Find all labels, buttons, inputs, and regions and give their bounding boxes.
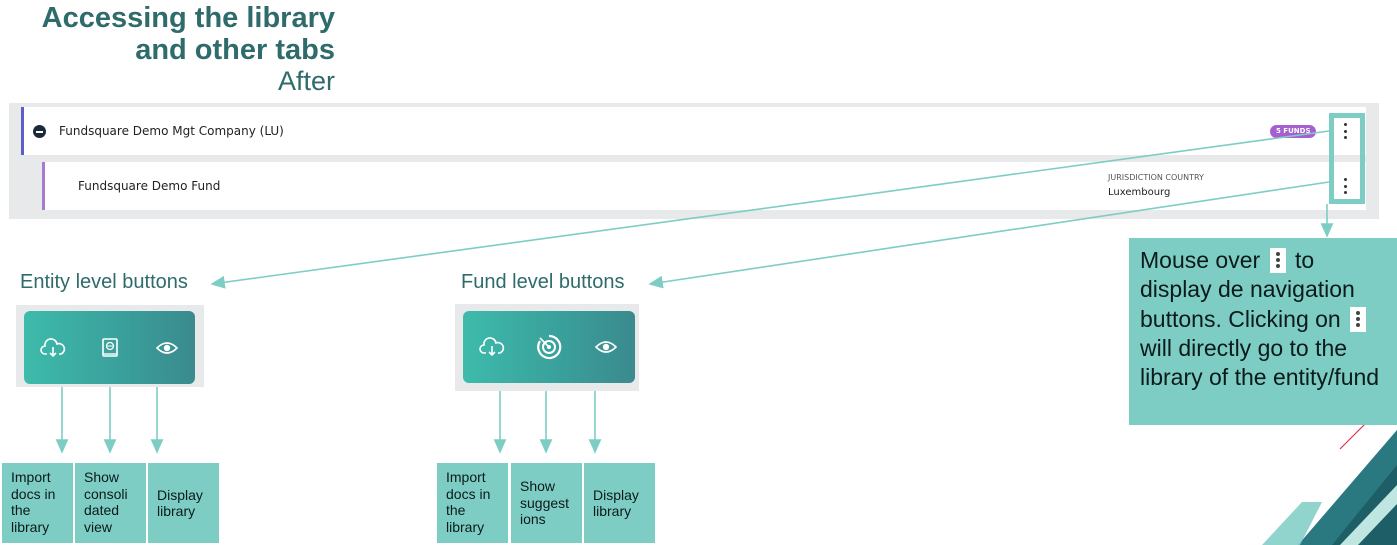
- eye-icon[interactable]: [154, 335, 180, 361]
- corner-decoration: [1262, 430, 1397, 545]
- kebab-menu-icon[interactable]: [1343, 123, 1347, 139]
- target-icon[interactable]: [536, 334, 562, 360]
- fund-button-bar: [463, 311, 635, 383]
- tip-text-part-2: to display de navigation buttons. Clicki…: [1140, 247, 1355, 332]
- tip-text-part-3: will directly go to the library of the e…: [1140, 334, 1380, 391]
- fund-name: Fundsquare Demo Fund: [78, 179, 221, 193]
- fund-import-description: Import docs in the library: [437, 463, 508, 543]
- fund-row[interactable]: Fundsquare Demo Fund JURISDICTION COUNTR…: [42, 162, 1366, 210]
- entity-list-screenshot: Fundsquare Demo Mgt Company (LU) 5 FUNDS…: [9, 103, 1379, 219]
- slide-subtitle: After: [277, 66, 335, 96]
- kebab-highlight-box: [1329, 113, 1365, 204]
- kebab-menu-icon: [1269, 248, 1286, 273]
- entity-button-bar: [24, 311, 195, 384]
- title-line-2: and other tabs: [135, 34, 335, 66]
- arrow-to-entity-buttons: [210, 130, 1330, 289]
- entity-buttons-heading: Entity level buttons: [20, 271, 188, 293]
- company-name: Fundsquare Demo Mgt Company (LU): [59, 124, 284, 138]
- fund-display-description: Display library: [584, 463, 655, 543]
- jurisdiction-value: Luxembourg: [1108, 187, 1171, 198]
- entity-consolidated-description: Show consoli dated view: [75, 463, 146, 543]
- collapse-icon[interactable]: [33, 125, 46, 138]
- title-line-1: Accessing the library: [41, 2, 335, 34]
- navigation-tip: Mouse over to display de navigation butt…: [1129, 238, 1397, 425]
- jurisdiction-label: JURISDICTION COUNTRY: [1108, 173, 1204, 182]
- entity-display-description: Display library: [148, 463, 219, 543]
- cloud-download-icon[interactable]: [478, 334, 505, 360]
- entity-import-description: Import docs in the library: [2, 463, 73, 543]
- company-row[interactable]: Fundsquare Demo Mgt Company (LU) 5 FUNDS: [21, 107, 1366, 155]
- kebab-menu-icon: [1350, 306, 1367, 332]
- cloud-download-icon[interactable]: [39, 335, 66, 361]
- eye-icon[interactable]: [593, 334, 619, 360]
- slide-title: Accessing the library and other tabs Aft…: [0, 2, 335, 96]
- kebab-menu-icon[interactable]: [1343, 178, 1347, 194]
- fund-buttons-heading: Fund level buttons: [461, 271, 625, 293]
- fund-suggestions-description: Show suggest ions: [511, 463, 582, 543]
- arrow-to-fund-buttons: [648, 181, 1330, 289]
- book-globe-icon[interactable]: [97, 335, 123, 361]
- tip-text-part-1: Mouse over: [1140, 247, 1261, 273]
